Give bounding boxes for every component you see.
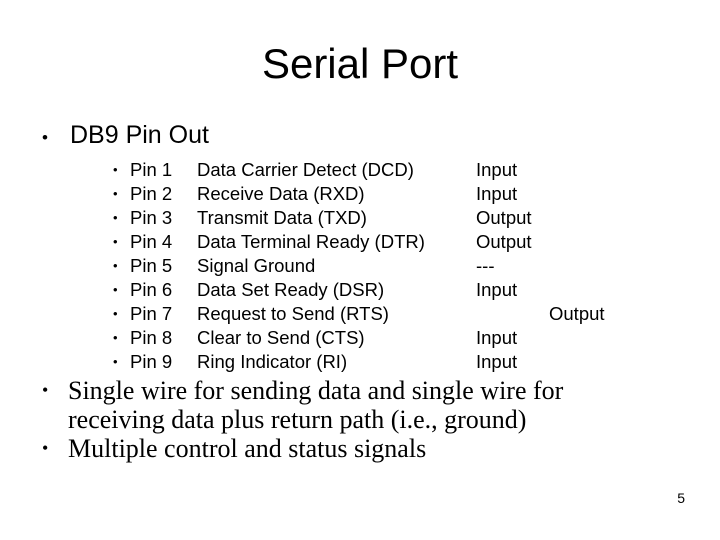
pin-direction: Input (476, 159, 518, 180)
pin-direction: Input (476, 279, 518, 300)
pin-label: Pin 1 (130, 159, 173, 180)
pin-signal: Data Set Ready (DSR) (197, 279, 385, 300)
pin-signal: Receive Data (RXD) (197, 183, 365, 204)
pin-row: • Pin 5 Signal Ground --- (113, 254, 605, 278)
pin-label: Pin 7 (130, 303, 173, 324)
pin-direction: Input (476, 351, 518, 372)
bullet-icon: • (42, 128, 48, 147)
pin-label: Pin 8 (130, 327, 173, 348)
pin-direction: Input (476, 327, 518, 348)
pin-signal: Data Carrier Detect (DCD) (197, 159, 414, 180)
pin-list: • Pin 1 Data Carrier Detect (DCD) Input … (113, 158, 605, 374)
page-number: 5 (677, 490, 685, 506)
pin-signal: Transmit Data (TXD) (197, 207, 367, 228)
bullet-icon: • (113, 162, 118, 177)
pin-label: Pin 5 (130, 255, 173, 276)
db9-heading-label: DB9 Pin Out (70, 121, 209, 149)
pin-label: Pin 9 (130, 351, 173, 372)
bullet-icon: • (42, 380, 49, 400)
bullet-icon: • (113, 210, 118, 225)
db9-heading: • DB9 Pin Out (42, 121, 209, 152)
pin-row: • Pin 3 Transmit Data (TXD) Output (113, 206, 605, 230)
pin-signal: Request to Send (RTS) (197, 303, 389, 324)
pin-label: Pin 4 (130, 231, 173, 252)
pin-label: Pin 2 (130, 183, 173, 204)
pin-direction: Output (549, 303, 605, 324)
pin-label: Pin 6 (130, 279, 173, 300)
note-single-wire: • Single wire for sending data and singl… (42, 376, 682, 434)
note-text: Single wire for sending data and single … (68, 376, 682, 434)
bullet-icon: • (113, 186, 118, 201)
pin-row: • Pin 4 Data Terminal Ready (DTR) Output (113, 230, 605, 254)
bullet-icon: • (113, 234, 118, 249)
note-line: Single wire for sending data and single … (68, 376, 564, 405)
bullet-icon: • (113, 354, 118, 369)
note-control-signals: • Multiple control and status signals (42, 434, 682, 463)
pin-row: • Pin 6 Data Set Ready (DSR) Input (113, 278, 605, 302)
note-line: Multiple control and status signals (68, 434, 427, 463)
pin-signal: Signal Ground (197, 255, 316, 276)
bullet-icon: • (113, 330, 118, 345)
note-line: receiving data plus return path (i.e., g… (68, 405, 527, 434)
pin-row: • Pin 7 Request to Send (RTS) Output (113, 302, 605, 326)
pin-signal: Clear to Send (CTS) (197, 327, 365, 348)
pin-row: • Pin 1 Data Carrier Detect (DCD) Input (113, 158, 605, 182)
notes-section: • Single wire for sending data and singl… (42, 376, 682, 463)
pin-direction: Input (476, 183, 518, 204)
pin-signal: Ring Indicator (RI) (197, 351, 348, 372)
bullet-icon: • (113, 306, 118, 321)
note-text: Multiple control and status signals (68, 434, 682, 463)
pin-direction: Output (476, 231, 532, 252)
bullet-icon: • (42, 438, 49, 458)
bullet-icon: • (113, 258, 118, 273)
pin-direction: Output (476, 207, 532, 228)
pin-label: Pin 3 (130, 207, 173, 228)
pin-direction: --- (476, 255, 495, 276)
pin-row: • Pin 2 Receive Data (RXD) Input (113, 182, 605, 206)
pin-signal: Data Terminal Ready (DTR) (197, 231, 425, 252)
bullet-icon: • (113, 282, 118, 297)
slide-title: Serial Port (261, 40, 459, 87)
pin-row: • Pin 9 Ring Indicator (RI) Input (113, 350, 605, 374)
pin-row: • Pin 8 Clear to Send (CTS) Input (113, 326, 605, 350)
